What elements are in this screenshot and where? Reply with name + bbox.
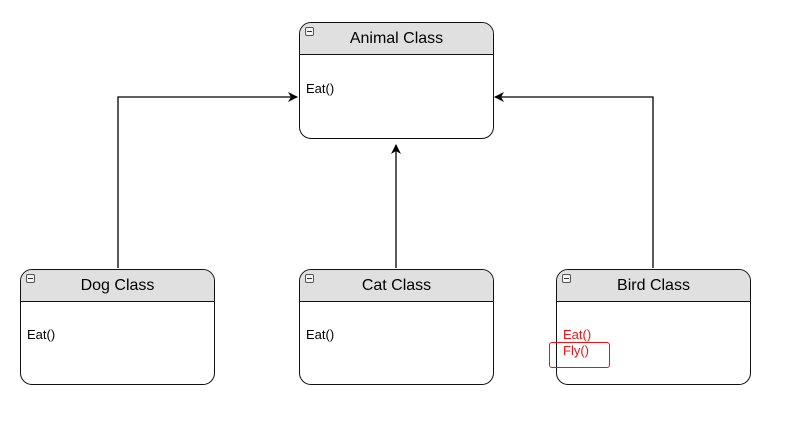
dog-method-eat: Eat(): [27, 327, 56, 342]
cat-class-box[interactable]: Cat Class Eat(): [299, 269, 494, 385]
cat-class-title: Cat Class: [361, 277, 432, 294]
cat-method-eat: Eat(): [306, 327, 335, 342]
animal-class-header[interactable]: Animal Class: [300, 23, 493, 55]
bird-class-box[interactable]: Bird Class Eat() Fly(): [556, 269, 751, 385]
dog-class-header[interactable]: Dog Class: [21, 270, 214, 302]
cat-class-header[interactable]: Cat Class: [300, 270, 493, 302]
bird-method-fly: Fly(): [563, 343, 589, 358]
bird-class-title: Bird Class: [617, 277, 690, 294]
collapse-icon[interactable]: [26, 274, 35, 283]
fly-highlight-box: [549, 342, 610, 368]
bird-method-eat: Eat(): [563, 327, 592, 342]
dog-class-box[interactable]: Dog Class Eat(): [20, 269, 215, 385]
animal-class-box[interactable]: Animal Class Eat(): [299, 22, 494, 139]
bird-class-header[interactable]: Bird Class: [557, 270, 750, 302]
bird-to-animal-connector: [494, 92, 654, 268]
dog-to-animal-connector: [117, 92, 298, 268]
collapse-icon[interactable]: [562, 274, 571, 283]
collapse-icon[interactable]: [305, 27, 314, 36]
dog-class-title: Dog Class: [80, 277, 155, 294]
collapse-icon[interactable]: [305, 274, 314, 283]
animal-method-eat: Eat(): [306, 81, 335, 96]
animal-class-title: Animal Class: [349, 30, 444, 47]
